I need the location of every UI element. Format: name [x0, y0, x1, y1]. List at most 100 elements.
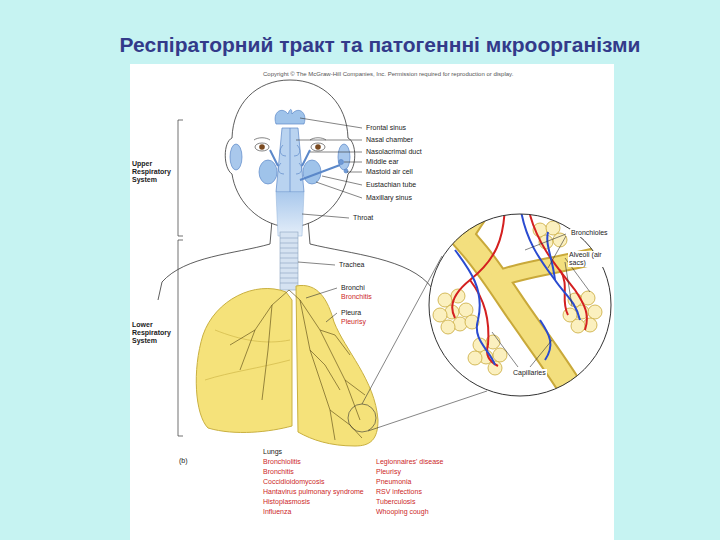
throat-shape [276, 192, 304, 236]
disease-label: Pleurisy [375, 468, 402, 476]
copyright-note: Copyright © The McGraw-Hill Companies, I… [262, 70, 514, 78]
disease-label: Tuberculosis [375, 498, 416, 506]
alveolus-shape [588, 305, 602, 319]
disease-label: Pneumonia [375, 478, 412, 486]
leader-line [322, 176, 362, 185]
part-label: Throat [352, 214, 374, 222]
disease-label: Coccidioidomycosis [262, 478, 325, 486]
system-label: Lower Respiratory System [131, 321, 177, 345]
sinus-shape [278, 145, 302, 174]
body-outline [158, 220, 272, 300]
disease-label: Histoplasmosis [262, 498, 311, 506]
eye-shape [315, 144, 321, 150]
sinus-shape [275, 110, 305, 125]
system-label: Upper Respiratory System [131, 160, 177, 184]
throat-shape [276, 192, 304, 236]
eye-shape [255, 143, 269, 151]
body-outline [308, 220, 432, 288]
alveolus-shape [493, 348, 507, 362]
artery-capillary [487, 345, 498, 366]
leader-line [326, 313, 337, 322]
alveolus-shape [571, 319, 585, 333]
slide-title: Респіраторний тракт та патогеннні мкроор… [40, 32, 720, 58]
lung-shape [196, 289, 292, 433]
part-label: Capillaries [512, 369, 547, 377]
leader-line [344, 162, 362, 163]
leader-line [306, 288, 337, 298]
leader-line [316, 182, 362, 198]
lung-shape [205, 330, 290, 380]
vein-capillary [540, 320, 550, 360]
system-bracket [178, 240, 183, 436]
leader-line [525, 234, 566, 268]
inset-outline [429, 214, 611, 396]
sinus-shape [300, 165, 340, 180]
disease-label: Legionnaires' disease [375, 458, 445, 466]
alveolus-shape [441, 320, 455, 334]
bronchi-tree [230, 290, 365, 440]
leader-line [347, 172, 362, 173]
part-label: Frontal sinus [365, 124, 407, 132]
disease-label: Influenza [262, 508, 292, 516]
part-label: Bronchi [340, 284, 366, 292]
leader-line [298, 262, 335, 265]
sinus-shape [276, 128, 304, 192]
part-label: Middle ear [365, 158, 400, 166]
eye-shape [311, 143, 325, 151]
leader-line [302, 214, 349, 218]
lung-shape [196, 285, 378, 446]
part-label: Trachea [338, 261, 365, 269]
alveolus-shape [468, 351, 482, 365]
leader-line [296, 140, 362, 141]
bronchi-tree [300, 300, 335, 440]
bronchiole-tube [465, 205, 490, 240]
part-label: Maxillary sinus [365, 194, 413, 202]
trachea-shape [280, 238, 298, 283]
alveolus-shape [433, 308, 447, 322]
part-label: Nasolacrimal duct [365, 148, 423, 156]
bronchiole-tube [465, 205, 490, 240]
part-label: Eustachian tube [365, 181, 417, 189]
disease-label: RSV infections [375, 488, 423, 496]
disease-label: Bronchiolitis [262, 458, 302, 466]
ear-shape [339, 160, 344, 165]
vein-capillary [547, 232, 555, 280]
system-bracket [178, 120, 183, 236]
leader-line [310, 152, 362, 153]
ear-shape [230, 144, 242, 170]
alveolus-shape [553, 233, 567, 247]
vein-capillary [455, 205, 580, 365]
part-label: Bronchioles [570, 229, 609, 237]
leader-line [296, 118, 590, 367]
ear-shape [344, 169, 348, 173]
inset-connector [348, 404, 376, 432]
leader-line [300, 118, 362, 128]
sinus-shape [303, 160, 321, 184]
bronchi-tree [230, 290, 289, 400]
sinus-shape [270, 150, 310, 166]
eye-shape [259, 144, 265, 150]
body-outline [158, 220, 432, 300]
sinus-shape [259, 110, 340, 193]
disease-label: Bronchitis [262, 468, 295, 476]
disease-label: Pleurisy [340, 318, 367, 326]
artery-capillary [452, 200, 587, 366]
sinus-shape [259, 160, 277, 184]
lung-shape [296, 285, 378, 446]
sinus-shape [290, 128, 291, 192]
disease-label: Bronchitis [340, 293, 373, 301]
bronchi-tree [310, 330, 365, 438]
part-label: Mastoid air cell [365, 168, 414, 176]
trachea-shape [280, 232, 298, 290]
vein-capillary [455, 250, 495, 365]
part-label: Lungs [262, 448, 283, 456]
alveolus-shape [438, 293, 452, 307]
part-label: Nasal chamber [365, 136, 414, 144]
part-label: Pleura [340, 309, 362, 317]
system-bracket [178, 120, 183, 436]
disease-label: Hantavirus pulmonary syndrome [262, 488, 365, 496]
alveolus-shape [433, 221, 602, 375]
part-label: Alveoli (air sacs) [568, 251, 603, 267]
